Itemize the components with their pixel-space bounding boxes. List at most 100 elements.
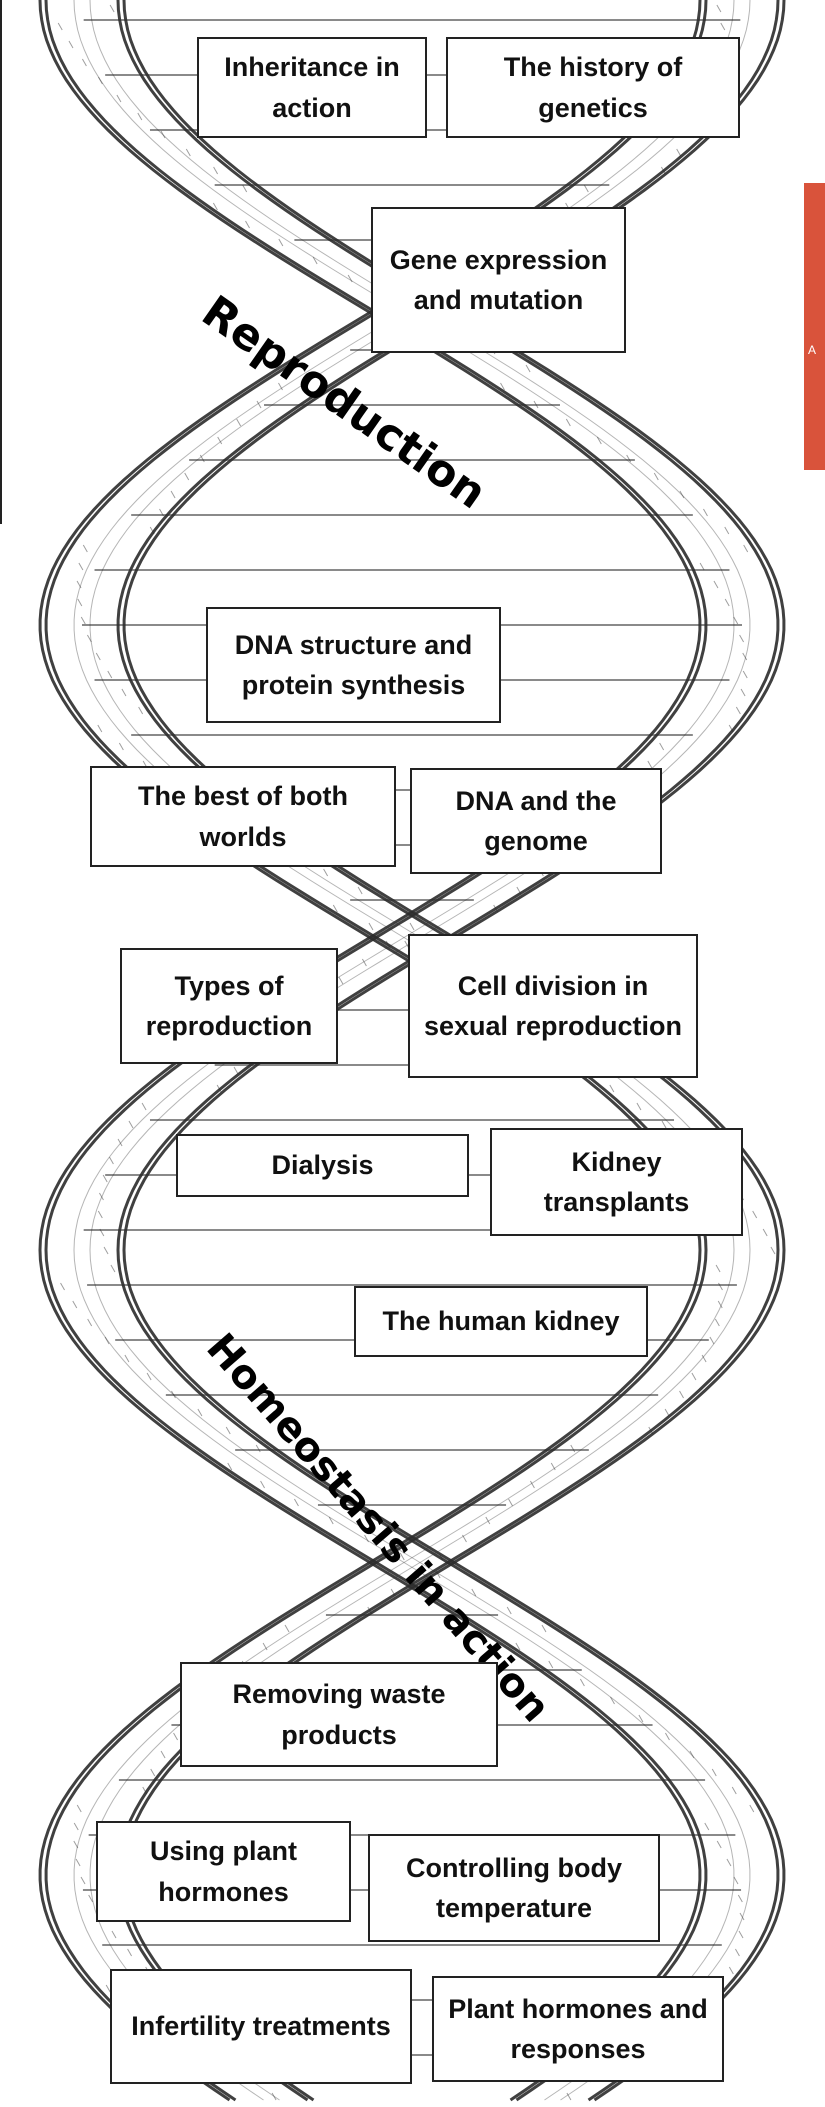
helix-hatch-mark <box>105 1337 109 1344</box>
helix-hatch-mark <box>358 887 362 894</box>
helix-hatch-mark <box>410 923 414 930</box>
helix-hatch-mark <box>104 1247 108 1254</box>
helix-hatch-mark <box>727 1859 731 1866</box>
helix-hatch-mark <box>98 77 102 84</box>
helix-hatch-mark <box>680 1391 684 1398</box>
helix-hatch-mark <box>738 1895 742 1902</box>
helix-hatch-mark <box>665 1733 669 1740</box>
helix-hatch-mark <box>721 23 725 30</box>
helix-hatch-mark <box>109 1157 113 1164</box>
helix-hatch-mark <box>151 1769 155 1776</box>
helix-hatch-mark <box>662 1121 666 1128</box>
topic-plant-hormones-and-responses[interactable]: Plant hormones and responses <box>432 1976 724 2082</box>
page-frame-line <box>0 0 2 524</box>
topic-types-of-reproduction[interactable]: Types of reproduction <box>120 948 338 1064</box>
helix-hatch-mark <box>108 671 112 678</box>
helix-hatch-mark <box>743 671 747 678</box>
helix-hatch-mark <box>725 599 729 606</box>
helix-hatch-mark <box>246 221 250 228</box>
helix-hatch-mark <box>771 1247 775 1254</box>
helix-hatch-mark <box>128 1949 132 1956</box>
helix-hatch-mark <box>83 545 87 552</box>
helix-hatch-mark <box>261 1481 265 1488</box>
helix-hatch-mark <box>509 1499 513 1506</box>
helix-hatch-mark <box>77 1805 81 1812</box>
helix-hatch-mark <box>112 1931 116 1938</box>
helix-hatch-mark <box>96 653 100 660</box>
topic-kidney-transplants[interactable]: Kidney transplants <box>490 1128 743 1236</box>
topic-infertility-treatments[interactable]: Infertility treatments <box>110 1969 412 2084</box>
topic-dna-structure-protein-synthesis[interactable]: DNA structure and protein synthesis <box>206 607 501 723</box>
topic-removing-waste-products[interactable]: Removing waste products <box>180 1662 498 1767</box>
helix-hatch-mark <box>111 1265 115 1272</box>
helix-hatch-mark <box>680 491 684 498</box>
helix-hatch-mark <box>272 2093 276 2100</box>
helix-hatch-mark <box>717 5 721 12</box>
helix-hatch-mark <box>138 113 142 120</box>
helix-hatch-mark <box>69 41 73 48</box>
helix-hatch-mark <box>750 1805 754 1812</box>
helix-hatch-mark <box>732 1787 736 1794</box>
helix-hatch-mark <box>692 1373 696 1380</box>
helix-hatch-mark <box>566 419 570 426</box>
helix-hatch-mark <box>369 923 373 930</box>
helix-hatch-mark <box>677 149 681 156</box>
helix-hatch-mark <box>660 743 664 750</box>
helix-hatch-mark <box>98 725 102 732</box>
helix-hatch-mark <box>79 563 83 570</box>
helix-hatch-mark <box>139 707 143 714</box>
helix-hatch-mark <box>725 527 729 534</box>
helix-hatch-mark <box>98 1211 102 1218</box>
helix-hatch-mark <box>715 1319 719 1326</box>
helix-hatch-mark <box>637 1103 641 1110</box>
helix-hatch-mark <box>526 365 530 372</box>
helix-hatch-mark <box>584 185 588 192</box>
helix-hatch-mark <box>549 1661 553 1668</box>
side-tab: A <box>804 183 825 470</box>
topic-gene-expression-and-mutation[interactable]: Gene expression and mutation <box>371 207 626 353</box>
helix-hatch-mark <box>198 1409 202 1416</box>
helix-hatch-mark <box>243 185 247 192</box>
helix-hatch-mark <box>753 1211 757 1218</box>
helix-hatch-mark <box>735 1949 739 1956</box>
helix-hatch-mark <box>78 599 82 606</box>
helix-hatch-mark <box>58 23 62 30</box>
topic-human-kidney[interactable]: The human kidney <box>354 1286 648 1357</box>
helix-hatch-mark <box>580 1679 584 1686</box>
helix-hatch-mark <box>110 5 114 12</box>
helix-hatch-mark <box>129 1121 133 1128</box>
helix-hatch-mark <box>665 1409 669 1416</box>
helix-hatch-mark <box>729 1967 733 1974</box>
topic-history-of-genetics[interactable]: The history of genetics <box>446 37 740 138</box>
topic-controlling-body-temperature[interactable]: Controlling body temperature <box>368 1834 660 1942</box>
helix-hatch-mark <box>741 689 745 696</box>
helix-hatch-mark <box>117 95 121 102</box>
helix-hatch-mark <box>324 869 328 876</box>
helix-hatch-mark <box>122 689 126 696</box>
helix-hatch-mark <box>739 1931 743 1938</box>
helix-hatch-mark <box>88 1319 92 1326</box>
helix-hatch-mark <box>705 1823 709 1830</box>
helix-hatch-mark <box>339 977 343 984</box>
helix-hatch-mark <box>74 1823 78 1830</box>
helix-hatch-mark <box>76 1859 80 1866</box>
topic-dialysis[interactable]: Dialysis <box>176 1134 469 1197</box>
topic-dna-and-genome[interactable]: DNA and the genome <box>410 768 662 874</box>
helix-hatch-mark <box>716 1265 720 1272</box>
helix-hatch-mark <box>237 419 241 426</box>
helix-hatch-mark <box>142 1103 146 1110</box>
topic-using-plant-hormones[interactable]: Using plant hormones <box>96 1821 351 1922</box>
helix-hatch-mark <box>542 1625 546 1632</box>
helix-hatch-mark <box>103 1175 107 1182</box>
helix-hatch-mark <box>648 761 652 768</box>
helix-hatch-mark <box>226 1427 230 1434</box>
helix-hatch-mark <box>161 131 165 138</box>
topic-best-of-both-worlds[interactable]: The best of both worlds <box>90 766 396 867</box>
helix-hatch-mark <box>81 617 85 624</box>
topic-inheritance-in-action[interactable]: Inheritance in action <box>197 37 427 138</box>
topic-cell-division-sexual-reproduction[interactable]: Cell division in sexual reproduction <box>408 934 698 1078</box>
helix-hatch-mark <box>82 59 86 66</box>
helix-hatch-mark <box>744 545 748 552</box>
helix-hatch-mark <box>171 491 175 498</box>
